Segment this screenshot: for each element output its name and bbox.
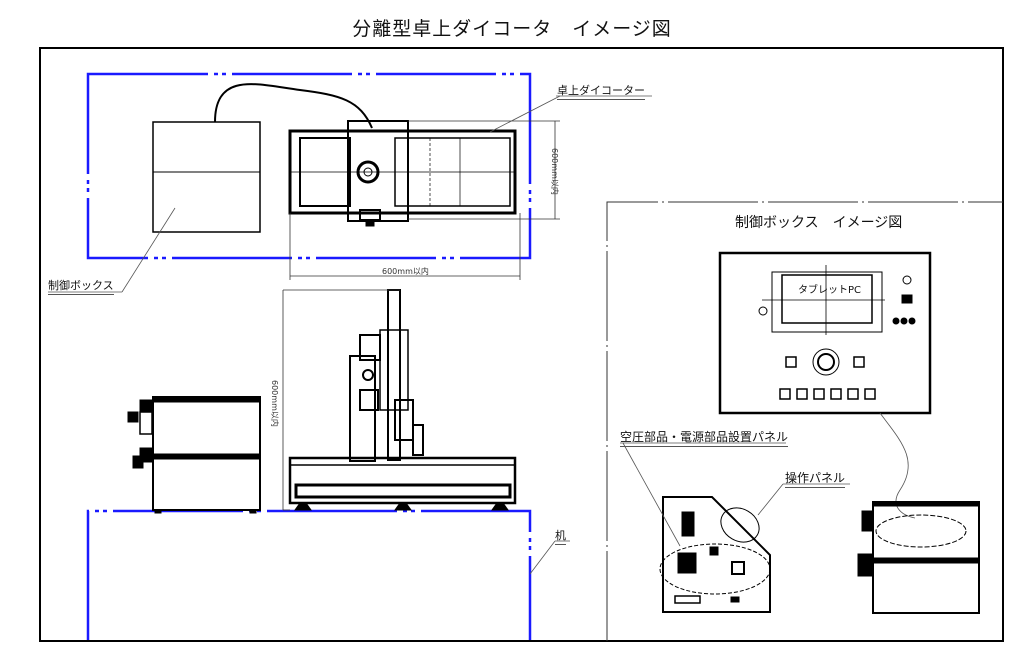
leader-operation-panel [757, 483, 784, 516]
control-box-top-view [152, 121, 261, 233]
top-view-boundary [86, 72, 532, 260]
drawing-title: 分離型卓上ダイコータ イメージ図 [352, 18, 672, 40]
dimension-depth [408, 120, 560, 220]
label-desktop-coater: 卓上ダイコーター [557, 82, 645, 100]
label-air-power-panel: 空圧部品・電源部品設置パネル [620, 428, 789, 447]
desk [86, 509, 532, 640]
label-desk: 机 [555, 527, 566, 545]
control-box-title: 制御ボックス イメージ図 [735, 215, 903, 231]
tablet-label: タブレットPC [798, 285, 862, 296]
control-box-right-view [857, 501, 980, 614]
dim-width-label: 600mm以内 [382, 267, 429, 276]
cable [214, 83, 373, 129]
leader-control-box [121, 207, 176, 293]
die-coater-top-view [288, 120, 517, 227]
drawing-frame [39, 47, 1004, 642]
dimension-width [289, 213, 521, 280]
label-control-box: 制御ボックス [48, 277, 114, 295]
dim-depth-label: 600mm以内 [550, 148, 559, 195]
control-box-front-view [659, 496, 771, 613]
dim-height-label: 600mm以内 [270, 380, 279, 427]
control-box-section-frame [606, 201, 1003, 641]
leader-desktop-coater [489, 95, 561, 133]
label-operation-panel: 操作パネル [785, 469, 846, 488]
die-coater-side-view [282, 289, 517, 511]
leader-air-power-panel [622, 442, 681, 547]
control-box-side-view [127, 396, 261, 514]
leader-desk [529, 540, 556, 575]
operation-panel-face [718, 251, 932, 415]
